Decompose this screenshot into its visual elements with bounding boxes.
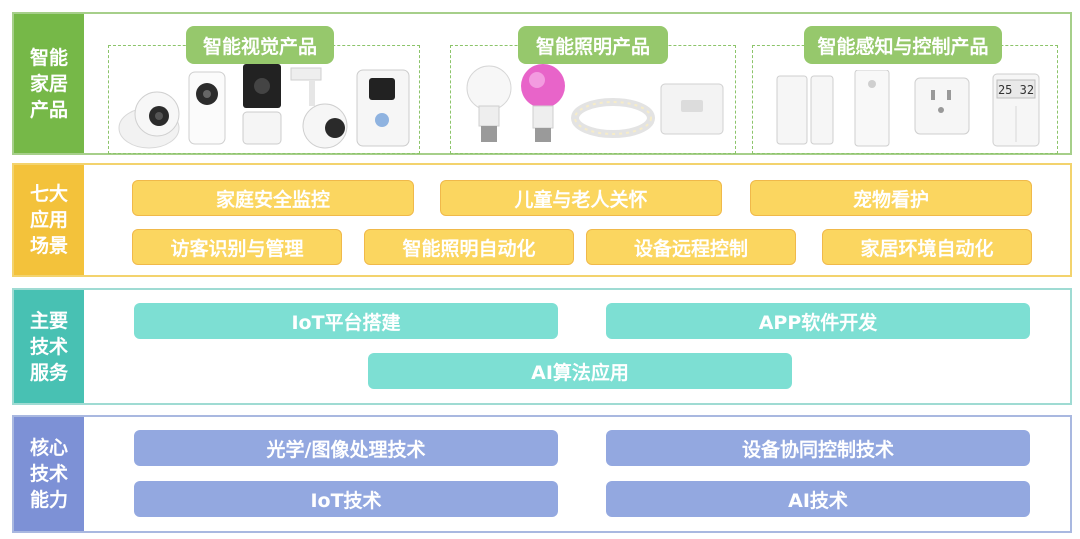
core-pill: IoT技术	[134, 481, 558, 517]
products-layer-label: 智能家居产品	[14, 14, 84, 153]
vision-products-group	[108, 45, 420, 154]
scenario-pill: 访客识别与管理	[132, 229, 342, 265]
vision-products-title: 智能视觉产品	[186, 26, 334, 64]
scenarios-layer-label: 七大应用场景	[14, 165, 84, 275]
core-layer: 核心技术能力 光学/图像处理技术 设备协同控制技术 IoT技术 AI技术	[12, 415, 1072, 533]
camera-icon	[118, 64, 410, 149]
services-layer: 主要技术服务 IoT平台搭建 APP软件开发 AI算法应用	[12, 288, 1072, 405]
core-layer-label: 核心技术能力	[14, 417, 84, 531]
services-layer-label: 主要技术服务	[14, 290, 84, 403]
sensing-control-products-group: 25 32	[752, 45, 1058, 154]
core-pill: 设备协同控制技术	[606, 430, 1030, 466]
products-layer: 智能家居产品 智能视觉产品	[12, 12, 1072, 155]
scenario-pill: 家庭安全监控	[132, 180, 414, 216]
core-pill: 光学/图像处理技术	[134, 430, 558, 466]
service-pill: IoT平台搭建	[134, 303, 558, 339]
sensor-icon: 25 32	[776, 70, 1040, 147]
scenario-pill: 宠物看护	[750, 180, 1032, 216]
thermostat-display: 25 32	[998, 83, 1034, 97]
scenario-pill: 智能照明自动化	[364, 229, 574, 265]
scenario-pill: 设备远程控制	[586, 229, 796, 265]
service-pill: APP软件开发	[606, 303, 1030, 339]
service-pill: AI算法应用	[368, 353, 792, 389]
scenario-pill: 儿童与老人关怀	[440, 180, 722, 216]
bulb-icon	[466, 64, 724, 142]
scenarios-layer: 七大应用场景 家庭安全监控 儿童与老人关怀 宠物看护 访客识别与管理 智能照明自…	[12, 163, 1072, 277]
core-pill: AI技术	[606, 481, 1030, 517]
scenario-pill: 家居环境自动化	[822, 229, 1032, 265]
lighting-products-title: 智能照明产品	[518, 26, 668, 64]
sensing-control-products-title: 智能感知与控制产品	[804, 26, 1002, 64]
